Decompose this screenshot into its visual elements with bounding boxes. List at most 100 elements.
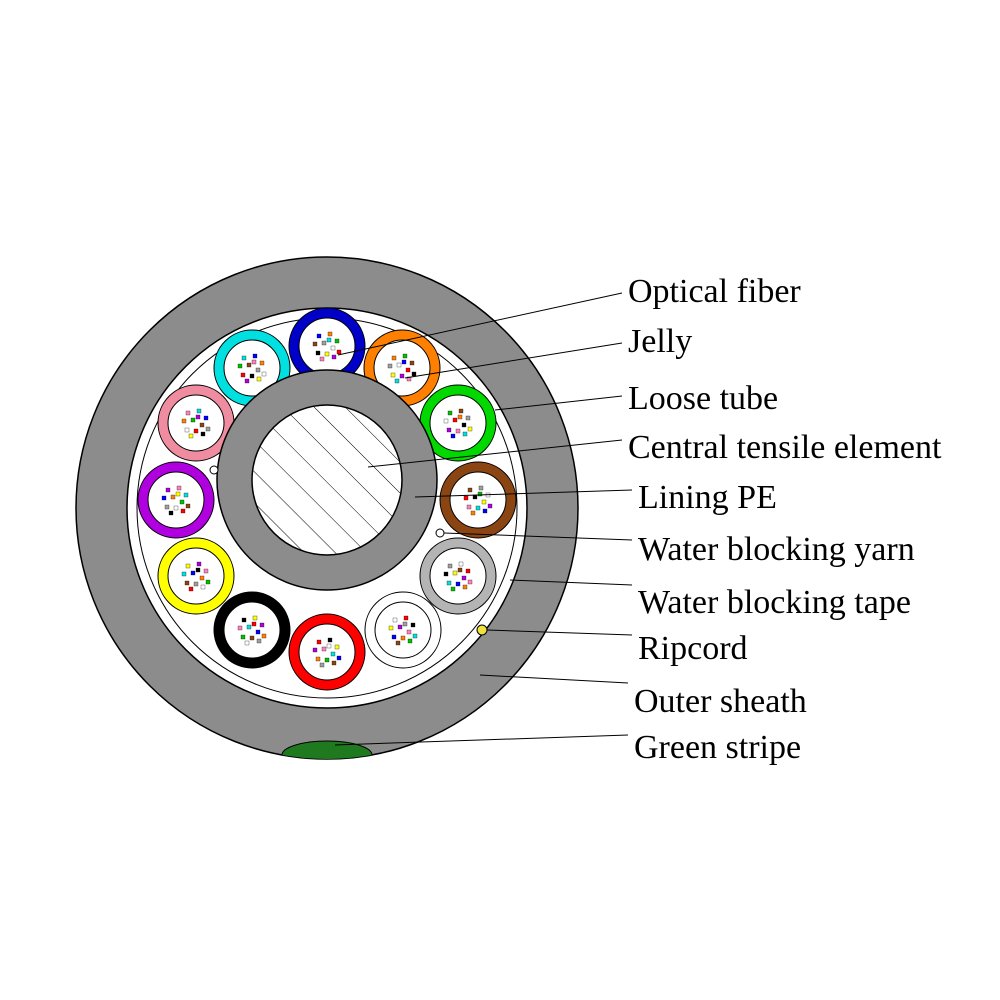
optical-fiber — [185, 503, 191, 509]
optical-fiber — [401, 359, 407, 365]
optical-fiber — [185, 563, 191, 569]
optical-fiber — [478, 485, 484, 491]
jelly-6 — [374, 601, 432, 659]
optical-fiber — [455, 581, 461, 587]
optical-fiber — [387, 363, 393, 369]
label-green-stripe: Green stripe — [634, 729, 801, 766]
optical-fiber — [315, 350, 321, 356]
leader-water-blocking-tape — [509, 579, 633, 586]
optical-fiber — [465, 415, 471, 421]
loose-tube-6 — [365, 592, 441, 668]
optical-fiber — [399, 373, 405, 379]
optical-fiber — [261, 371, 267, 377]
label-ripcord: Ripcord — [638, 630, 748, 667]
jelly-8 — [223, 601, 281, 659]
optical-fiber — [252, 353, 258, 359]
optical-fiber — [315, 656, 321, 662]
optical-fiber — [251, 621, 257, 627]
leader-outer-sheath — [479, 674, 629, 684]
optical-fiber — [452, 417, 458, 423]
optical-fiber — [452, 570, 458, 576]
ripcord — [476, 624, 488, 636]
optical-fiber — [390, 372, 396, 378]
optical-fiber — [183, 492, 189, 498]
optical-fiber — [396, 362, 402, 368]
optical-fiber — [255, 629, 261, 635]
optical-fiber — [330, 345, 336, 351]
label-water-blocking-tape: Water blocking tape — [638, 584, 911, 621]
optical-fiber — [319, 356, 325, 362]
optical-fiber — [249, 635, 255, 641]
jelly-7 — [298, 623, 356, 681]
optical-fiber — [331, 660, 337, 666]
optical-fiber — [259, 622, 265, 628]
optical-fiber — [392, 617, 398, 623]
leader-lines — [334, 292, 633, 746]
jelly-9 — [167, 547, 225, 605]
optical-fiber — [487, 503, 493, 509]
optical-fiber — [255, 367, 261, 373]
optical-fiber — [412, 633, 418, 639]
loose-tube-3 — [420, 385, 496, 461]
optical-fiber — [196, 408, 202, 414]
optical-fiber — [161, 495, 167, 501]
leader-ripcord — [486, 629, 633, 636]
optical-fiber — [462, 431, 468, 437]
optical-fiber — [173, 505, 179, 511]
optical-fiber — [477, 491, 483, 497]
green-stripe — [281, 740, 373, 759]
optical-fiber — [388, 625, 394, 631]
optical-fiber — [251, 359, 257, 365]
optical-fiber — [397, 624, 403, 630]
optical-fiber — [321, 340, 327, 346]
optical-fiber — [196, 561, 202, 567]
optical-fiber — [193, 581, 199, 587]
optical-fiber — [184, 580, 190, 586]
optical-fiber — [170, 494, 176, 500]
loose-tube-4 — [440, 462, 516, 538]
loose-tubes — [137, 307, 517, 691]
optical-fiber — [457, 414, 463, 420]
loose-tube-outline-9 — [157, 537, 235, 615]
optical-fiber — [407, 638, 413, 644]
optical-fiber — [246, 624, 252, 630]
optical-fiber — [409, 360, 415, 366]
optical-fiber — [203, 568, 209, 574]
optical-fiber — [244, 640, 250, 646]
water-blocking-yarn-2 — [435, 528, 445, 538]
loose-tube-outline-6 — [364, 591, 442, 669]
optical-fiber — [240, 634, 246, 640]
optical-fiber — [190, 417, 196, 423]
leader-green-stripe — [334, 734, 629, 746]
optical-fiber — [461, 575, 467, 581]
loose-tube-11 — [158, 385, 234, 461]
optical-fiber — [324, 351, 330, 357]
loose-tube-outline-8 — [213, 591, 291, 669]
optical-fiber — [406, 629, 412, 635]
label-loose-tube: Loose tube — [628, 380, 778, 417]
optical-fiber — [205, 426, 211, 432]
optical-fiber — [461, 422, 467, 428]
optical-fiber — [395, 640, 401, 646]
loose-tube-outline-4 — [439, 461, 517, 539]
optical-fiber — [190, 570, 196, 576]
loose-tube-5 — [420, 538, 496, 614]
optical-fiber — [181, 418, 187, 424]
optical-fiber — [330, 651, 336, 657]
optical-fiber — [195, 567, 201, 573]
optical-fiber — [481, 499, 487, 505]
optical-fiber — [394, 378, 400, 384]
optical-fiber — [465, 568, 471, 574]
optical-fiber — [405, 367, 411, 373]
optical-fiber — [482, 508, 488, 514]
optical-fiber — [199, 422, 205, 428]
optical-fiber — [203, 415, 209, 421]
optical-fiber — [336, 655, 342, 661]
optical-fiber — [312, 647, 318, 653]
label-water-blocking-yarn: Water blocking yarn — [638, 531, 915, 568]
optical-fiber — [164, 504, 170, 510]
jelly-10 — [147, 471, 205, 529]
optical-fiber — [391, 355, 397, 361]
optical-fiber — [327, 637, 333, 643]
